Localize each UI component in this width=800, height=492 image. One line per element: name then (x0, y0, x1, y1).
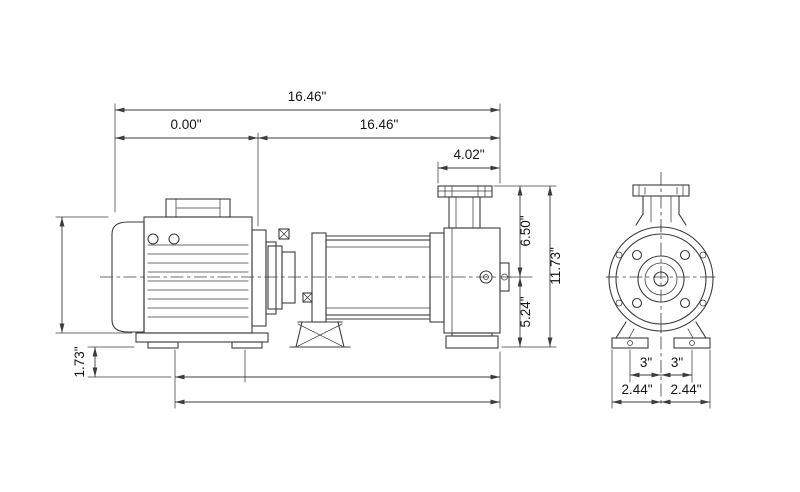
head-foot (445, 335, 499, 349)
foot-pad-left (611, 337, 649, 349)
baseplate (135, 332, 269, 349)
discharge-flange (437, 185, 493, 198)
foot-bolt-hole-right (689, 340, 695, 346)
fan-cover (111, 221, 145, 333)
motor-body (143, 216, 253, 334)
terminal-box (165, 198, 231, 218)
coupling (267, 228, 313, 310)
dim-base-to-center-label: 5.24" (518, 296, 533, 327)
sleeve-body (325, 239, 431, 316)
bolt-hole (679, 249, 691, 261)
shaft-center (653, 271, 669, 287)
pump-head (437, 185, 510, 349)
foot-pad-right (673, 337, 711, 349)
side-view (100, 185, 512, 349)
motor-plug-left (147, 233, 159, 245)
bolt-hole (631, 297, 643, 309)
dim-datum-label: 0.00" (170, 117, 201, 132)
end-feet (611, 321, 711, 349)
dimensions-side-view: 16.46" 0.00" 16.46" 4.02" 6.50" 5.24" 11… (55, 89, 563, 409)
dim-overall-top-label: 16.46" (288, 89, 327, 104)
dim-overall-height-label: 11.73" (548, 247, 563, 285)
motor (111, 198, 277, 334)
pump-sleeve (311, 232, 445, 323)
dim-foot-span-right-label: 2.44" (670, 382, 701, 397)
end-discharge-flange (632, 184, 690, 226)
side-port (479, 270, 493, 284)
discharge-neck (448, 196, 481, 229)
motor-plug-right (168, 233, 180, 245)
suction-flange (499, 262, 510, 292)
dim-foot-height-label: 1.73" (72, 346, 87, 377)
dim-length-label: 16.46" (360, 117, 399, 132)
drive-end-bracket (251, 229, 267, 327)
bolt-hole (631, 249, 643, 261)
dim-port-offset-label: 4.02" (453, 147, 484, 162)
foot-bolt-hole-left (627, 340, 633, 346)
end-casing (606, 224, 716, 334)
head-body (443, 227, 501, 334)
dim-bolt-span-right-label: 3" (671, 355, 684, 370)
dim-foot-span-left-label: 2.44" (621, 382, 652, 397)
support-bracket (289, 321, 351, 348)
dim-bolt-span-left-label: 3" (640, 355, 653, 370)
dimensions-end-view: 3" 3" 2.44" 2.44" (611, 349, 711, 409)
bolt-hole (679, 297, 691, 309)
end-view (606, 172, 716, 406)
vent-plug (278, 228, 290, 240)
dim-center-to-top-label: 6.50" (518, 215, 533, 246)
